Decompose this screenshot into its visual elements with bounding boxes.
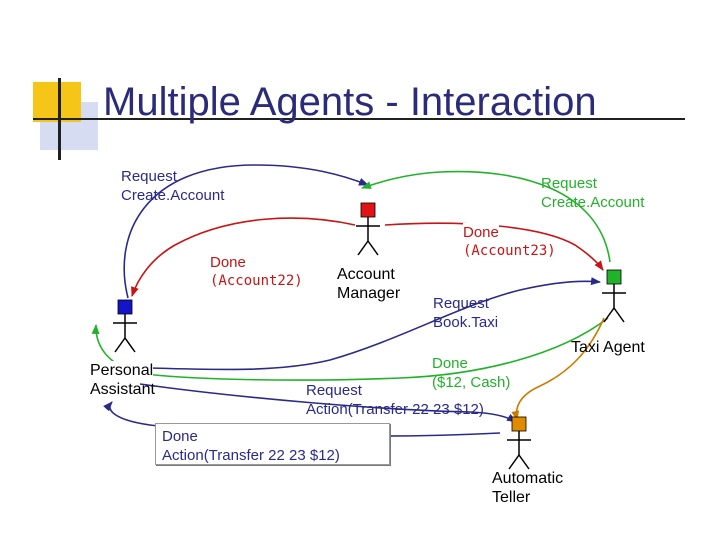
agent-personal-assistant-figure <box>113 299 137 353</box>
label-line: Assistant <box>90 381 155 398</box>
label-line: Done <box>162 428 198 445</box>
agent-head <box>606 269 622 285</box>
agent-head <box>511 416 527 432</box>
label-line: Request <box>541 175 597 192</box>
label-line: Taxi Agent <box>571 339 645 356</box>
arrow-done-account22 <box>131 217 356 297</box>
slide-title: Multiple Agents - Interaction <box>103 80 597 124</box>
label-line: Action(Transfer 22 23 $12) <box>306 401 484 418</box>
label-personal-assistant: Personal Assistant <box>90 361 155 399</box>
label-line: Action(Transfer 22 23 $12) <box>162 447 340 464</box>
arrow-request-create-account-green <box>361 170 611 263</box>
label-line: Create.Account <box>121 187 225 204</box>
arrow-request-book-taxi <box>149 277 601 371</box>
agent-head <box>360 202 376 218</box>
label-line: Teller <box>492 489 531 506</box>
label-done-cash: Done ($12, Cash) <box>432 354 510 392</box>
arrow-taxi-to-teller <box>511 317 605 421</box>
agent-account-manager-figure <box>356 202 380 256</box>
label-line: (Account23) <box>463 243 556 259</box>
label-done-account23: Done (Account23) <box>463 223 556 261</box>
label-request-create-account-green: Request Create.Account <box>541 174 644 212</box>
label-done-account22: Done (Account22) <box>210 253 303 291</box>
agent-head <box>117 299 133 315</box>
label-account-manager: Account Manager <box>337 265 400 303</box>
label-done-action-transfer-box: Done Action(Transfer 22 23 $12) <box>155 423 390 465</box>
label-line: Account <box>337 266 395 283</box>
label-line: Book.Taxi <box>433 314 499 331</box>
label-line: Personal <box>90 361 154 380</box>
arrow-request-action-transfer <box>139 383 517 423</box>
label-request-create-account-blue: Request Create.Account <box>121 167 224 205</box>
label-request-book-taxi: Request Book.Taxi <box>433 294 498 332</box>
label-line: Create.Account <box>541 194 645 211</box>
label-line: Request <box>433 295 489 312</box>
arrow-done-account23 <box>384 222 604 271</box>
label-request-action-transfer: Request Action(Transfer 22 23 $12) <box>306 381 484 419</box>
label-line: Done <box>432 355 468 372</box>
label-done-action-transfer: Done Action(Transfer 22 23 $12) <box>162 427 389 465</box>
label-line: Automatic <box>492 470 564 487</box>
agent-automatic-teller-figure <box>507 416 531 470</box>
arrow-request-create-account-blue <box>123 164 369 299</box>
decor-horizontal-line <box>33 118 685 120</box>
agent-taxi-agent-figure <box>602 269 626 323</box>
label-line: ($12, Cash) <box>432 374 511 391</box>
label-line: Request <box>121 168 177 185</box>
label-line: (Account22) <box>210 273 303 289</box>
label-line: Request <box>306 382 362 399</box>
label-automatic-teller: Automatic Teller <box>492 469 563 507</box>
arrow-done-cash <box>91 317 609 381</box>
decor-yellow-square <box>33 82 81 122</box>
label-line: Manager <box>337 285 401 302</box>
label-line: Done <box>210 254 246 271</box>
label-line: Done <box>463 223 499 242</box>
label-taxi-agent: Taxi Agent <box>571 338 645 357</box>
